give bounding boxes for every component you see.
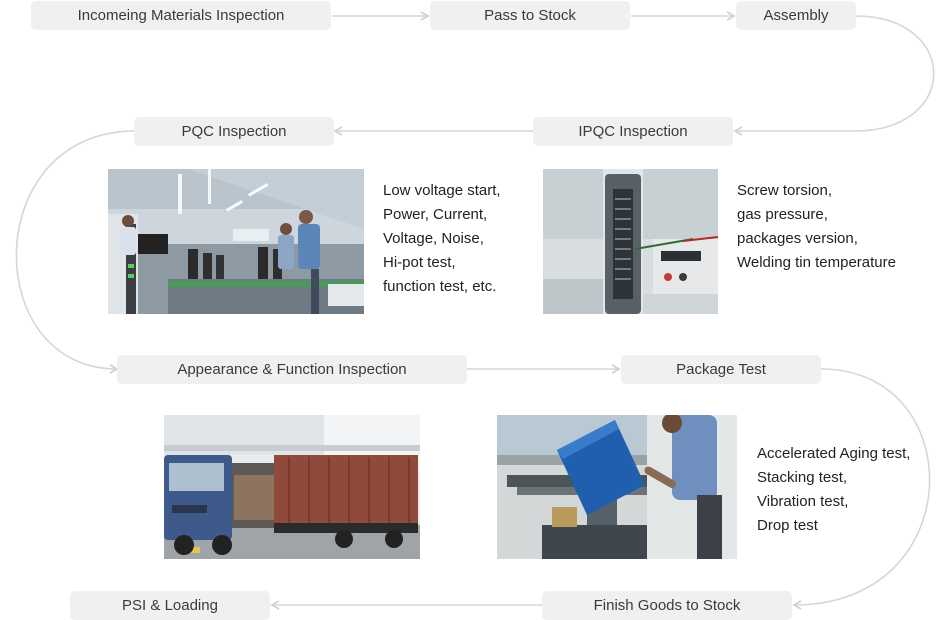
note-line: Power, Current, bbox=[383, 206, 488, 223]
truck-loading-dock-photo bbox=[164, 415, 420, 559]
step-assembly: Assembly bbox=[736, 1, 856, 30]
package-test-notes: Accelerated Aging test, Stacking test, V… bbox=[757, 442, 910, 538]
note-line: Stacking test, bbox=[757, 469, 848, 486]
note-line: Welding tin temperature bbox=[737, 254, 896, 271]
ipqc-test-notes: Screw torsion, gas pressure, packages ve… bbox=[737, 179, 896, 275]
step-finish-goods-to-stock: Finish Goods to Stock bbox=[542, 591, 792, 620]
note-line: Drop test bbox=[757, 517, 818, 534]
note-line: packages version, bbox=[737, 230, 858, 247]
note-line: gas pressure, bbox=[737, 206, 828, 223]
note-line: Low voltage start, bbox=[383, 182, 501, 199]
curve-assembly-to-ipqc bbox=[733, 15, 935, 136]
step-incoming-inspection: Incomeing Materials Inspection bbox=[31, 1, 331, 30]
note-line: Voltage, Noise, bbox=[383, 230, 484, 247]
drop-test-machine-photo bbox=[497, 415, 737, 559]
curve-package-to-finish bbox=[792, 368, 931, 610]
note-line: Screw torsion, bbox=[737, 182, 833, 199]
step-pqc-inspection: PQC Inspection bbox=[134, 117, 334, 146]
step-package-test: Package Test bbox=[621, 355, 821, 384]
note-line: function test, etc. bbox=[383, 278, 497, 295]
step-pass-to-stock: Pass to Stock bbox=[430, 1, 630, 30]
note-line: Accelerated Aging test, bbox=[757, 445, 911, 462]
factory-testing-line-photo bbox=[108, 169, 364, 314]
step-psi-loading: PSI & Loading bbox=[70, 591, 270, 620]
note-line: Vibration test, bbox=[757, 493, 849, 510]
curve-pqc-to-appearance bbox=[15, 130, 136, 374]
torsion-tester-photo bbox=[543, 169, 718, 314]
note-line: Hi-pot test, bbox=[383, 254, 456, 271]
pqc-test-notes: Low voltage start, Power, Current, Volta… bbox=[383, 179, 501, 299]
step-ipqc-inspection: IPQC Inspection bbox=[533, 117, 733, 146]
step-appearance-function-inspection: Appearance & Function Inspection bbox=[117, 355, 467, 384]
